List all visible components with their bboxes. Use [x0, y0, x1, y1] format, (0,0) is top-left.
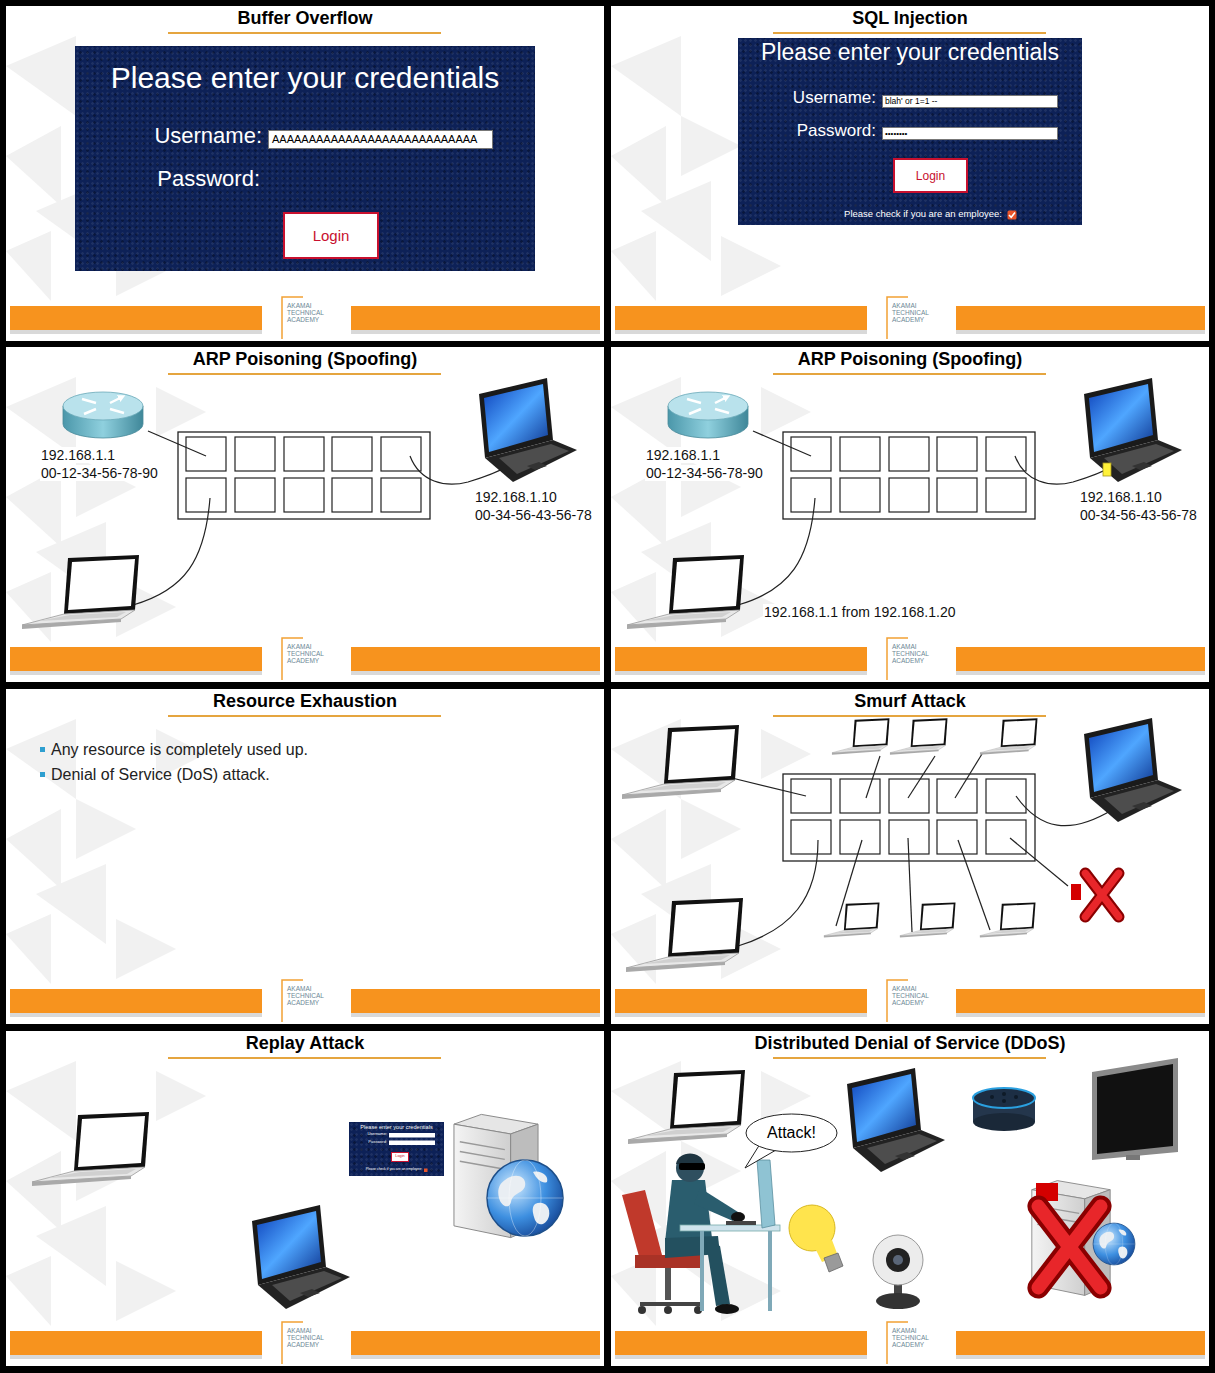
login-form: blah' or 1=1 -- •••••••• Login Please enter…: [738, 38, 1082, 225]
panel-title: Distributed Denial of Service (DDoS): [754, 1033, 1065, 1054]
button-label: Login: [313, 228, 350, 243]
panel-title: ARP Poisoning (Spoofing): [193, 349, 418, 370]
button-label: Login: [395, 1155, 404, 1159]
slide-panel: Resource ExhaustionAny resource is compl…: [6, 689, 604, 1024]
field-label: Username:: [793, 88, 876, 108]
form-heading: Please enter your credentials: [111, 61, 500, 96]
form-heading: Please enter your credentials: [360, 1124, 432, 1130]
field-label: Password:: [368, 1140, 387, 1145]
password-field: ••••••••: [882, 127, 1058, 140]
address-label: 192.168.1.1 from 192.168.1.20: [763, 604, 956, 620]
logo-text: AKAMAI TECHNICAL ACADEMY: [892, 643, 938, 664]
bubble-ellipse: [746, 1114, 837, 1152]
text-field: AAAAAAAAAAAAAAAAAAAAAAAAAAAA: [268, 130, 493, 149]
field-label: Username:: [154, 123, 262, 148]
panel-title: Smurf Attack: [854, 691, 965, 712]
address-label: 00-34-56-43-56-78: [474, 507, 593, 523]
checkbox: [1007, 210, 1017, 220]
slide-panel: Smurf Attack: [611, 689, 1209, 1024]
form-heading: Please enter your credentials: [761, 39, 1059, 65]
field-label: Password:: [157, 166, 260, 191]
checkbox-label: Please check if you are an employee:: [844, 209, 1002, 220]
bullet-text: Any resource is completely used up.: [51, 741, 308, 759]
login-button: Login: [893, 158, 968, 193]
slide-panel: Login Please enter your credentialsUserna…: [6, 1031, 604, 1366]
address-label: 192.168.1.10: [474, 489, 558, 505]
panel-title: Resource Exhaustion: [213, 691, 397, 712]
field-value: ••••••••: [885, 130, 907, 138]
login-button: Login: [283, 212, 379, 259]
address-label: 00-12-34-56-78-90: [40, 465, 159, 481]
slide-panel: blah' or 1=1 -- •••••••• Login Please enter…: [611, 6, 1209, 341]
checkbox-label: Please check if you are an employee:: [366, 1168, 422, 1172]
panel-title: Buffer Overflow: [237, 8, 372, 29]
login-form: Login Please enter your credentialsUserna…: [349, 1122, 444, 1176]
bullet-text: Denial of Service (DoS) attack.: [51, 766, 270, 784]
logo-text: AKAMAI TECHNICAL ACADEMY: [287, 1327, 333, 1348]
address-label: 00-34-56-43-56-78: [1079, 507, 1198, 523]
speech-text: Attack!: [767, 1125, 816, 1141]
logo-text: AKAMAI TECHNICAL ACADEMY: [287, 643, 333, 664]
speech-bubble: Attack!: [745, 1113, 838, 1153]
logo-text: AKAMAI TECHNICAL ACADEMY: [287, 985, 333, 1006]
panel-title: SQL Injection: [852, 8, 968, 29]
login-form: AAAAAAAAAAAAAAAAAAAAAAAAAAAA Login Please …: [75, 46, 535, 271]
field-label: Password:: [797, 121, 876, 141]
field-label: Username:: [367, 1132, 387, 1137]
login-button: Login: [391, 1152, 409, 1162]
field-value: AAAAAAAAAAAAAAAAAAAAAAAAAAAA: [272, 134, 477, 145]
address-label: 00-12-34-56-78-90: [645, 465, 764, 481]
address-label: 192.168.1.1: [645, 447, 721, 463]
text-field: blah' or 1=1 --: [882, 95, 1058, 108]
slide-panel: AAAAAAAAAAAAAAAAAAAAAAAAAAAA Login Please …: [6, 6, 604, 341]
address-label: 192.168.1.1: [40, 447, 116, 463]
slide-panel: Attack! Distributed Denial of Service (DD…: [611, 1031, 1209, 1366]
logo-text: AKAMAI TECHNICAL ACADEMY: [892, 302, 938, 323]
logo-text: AKAMAI TECHNICAL ACADEMY: [287, 302, 333, 323]
panel-title: ARP Poisoning (Spoofing): [798, 349, 1023, 370]
button-label: Login: [916, 170, 945, 182]
panel-title: Replay Attack: [246, 1033, 364, 1054]
logo-text: AKAMAI TECHNICAL ACADEMY: [892, 985, 938, 1006]
address-label: 192.168.1.10: [1079, 489, 1163, 505]
logo-text: AKAMAI TECHNICAL ACADEMY: [892, 1327, 938, 1348]
field-value: blah' or 1=1 --: [885, 97, 937, 106]
